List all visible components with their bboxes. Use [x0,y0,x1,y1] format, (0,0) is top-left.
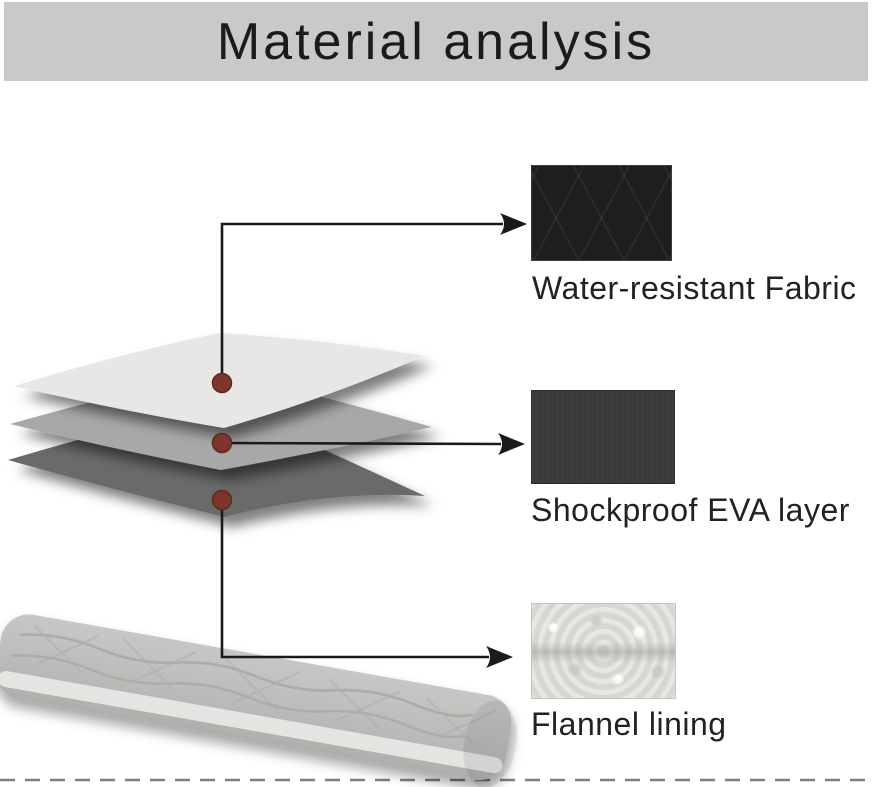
connector-line-bottom [220,500,489,659]
water-resistant-fabric-swatch [531,165,672,261]
arrow-right-icon [498,433,525,455]
callout-label-water-resistant: Water-resistant Fabric [532,270,857,306]
marker-dot-bottom [211,489,233,511]
title-bar: Material analysis [4,2,868,81]
connector-line-top [220,222,503,383]
callout-label-flannel: Flannel lining [531,706,727,742]
connector-line-middle [221,441,502,446]
eva-layer-swatch [531,390,675,484]
page-title: Material analysis [216,12,656,71]
callout-label-eva: Shockproof EVA layer [531,492,850,528]
arrow-right-icon [500,213,527,235]
quilted-mat-illustration [0,614,517,787]
flannel-lining-swatch [531,603,676,699]
arrow-right-icon [486,646,513,668]
marker-dot-top [211,372,233,394]
marker-dot-middle [211,432,233,454]
